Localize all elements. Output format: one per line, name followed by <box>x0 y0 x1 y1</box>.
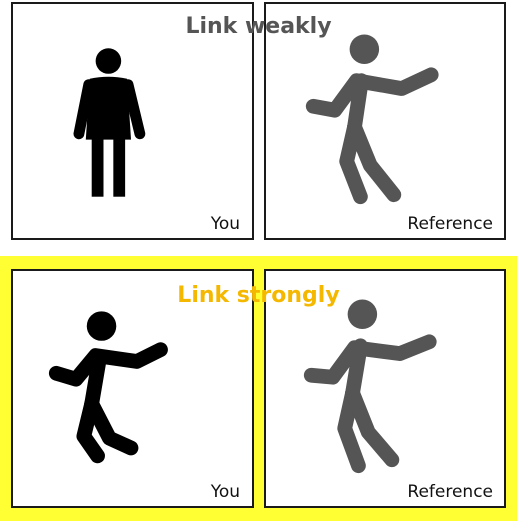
reference-panel-weak: Reference <box>264 2 506 240</box>
you-panel-weak: You <box>11 2 254 240</box>
you-label-strong: You <box>210 482 240 502</box>
dancing-person-icon <box>303 299 437 474</box>
reference-label-weak: Reference <box>407 214 493 234</box>
link-weakly-title: Link weakly <box>0 16 517 38</box>
you-label-weak: You <box>210 214 240 234</box>
dancing-person-icon <box>48 311 168 464</box>
dancing-person-icon <box>305 34 439 205</box>
link-weakly-title-text: Link weakly <box>185 14 332 39</box>
standing-person-icon <box>73 48 146 197</box>
reference-panel-strong: Reference <box>264 269 506 508</box>
reference-label-strong: Reference <box>407 482 493 502</box>
link-strongly-title: Link strongly <box>0 285 517 307</box>
link-strongly-title-text: Link strongly <box>177 283 340 308</box>
you-panel-strong: You <box>11 269 254 508</box>
